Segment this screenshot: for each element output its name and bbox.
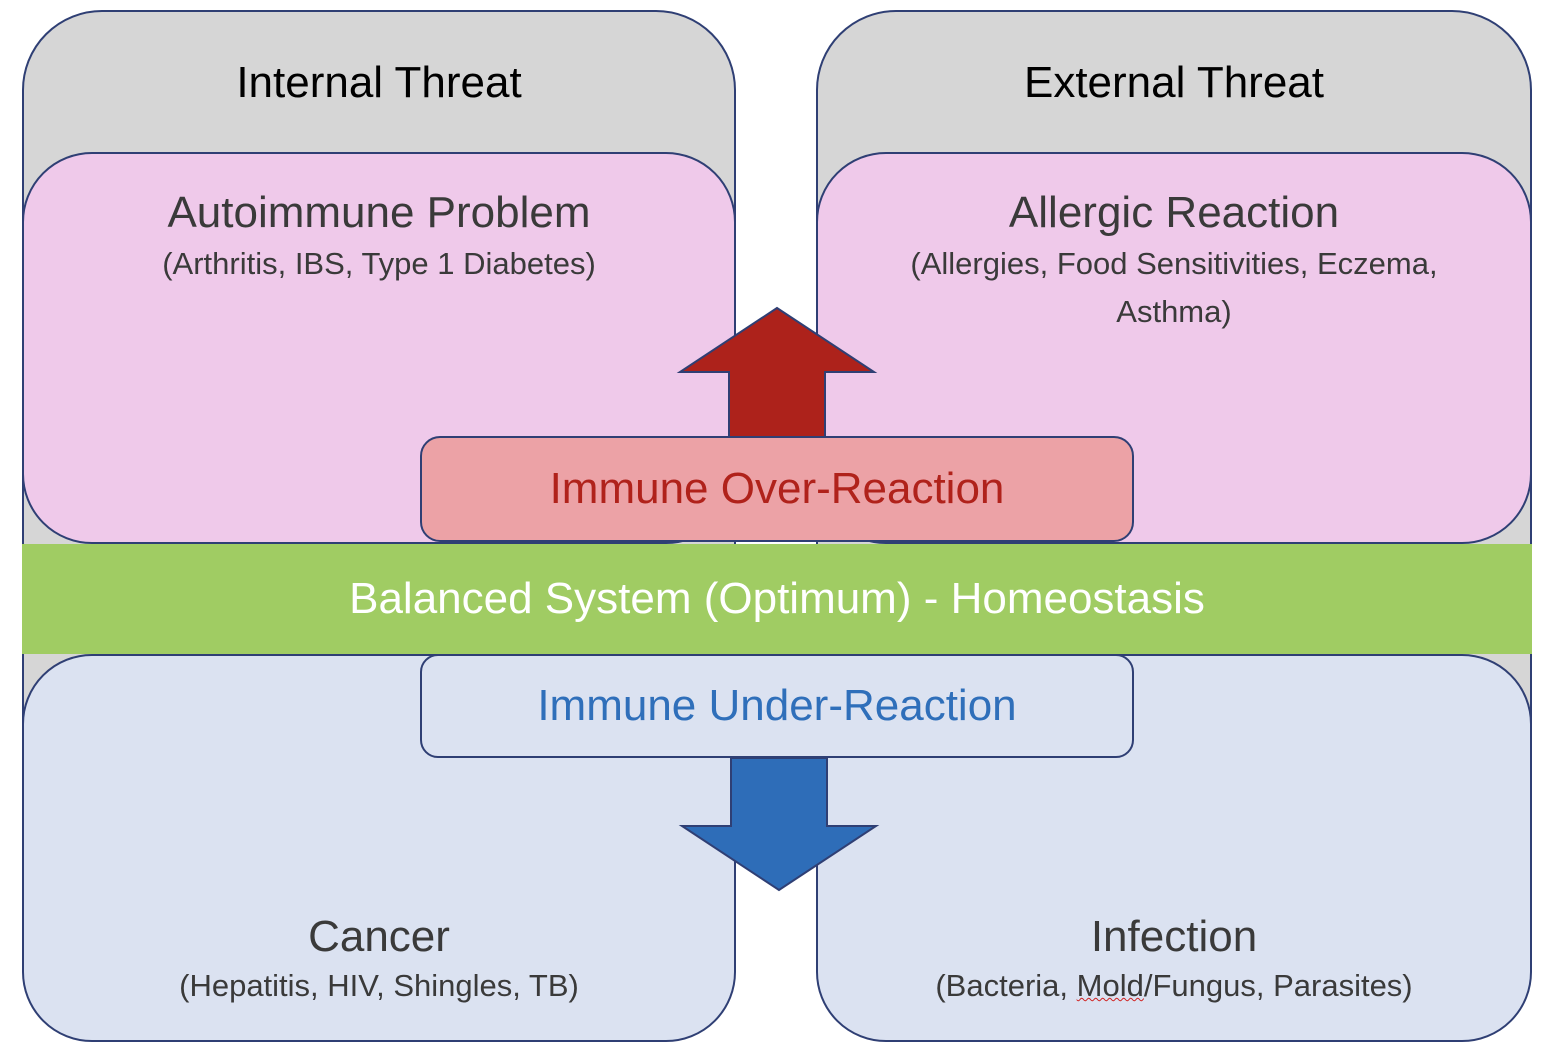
allergic-reaction-box: Allergic Reaction (Allergies, Food Sensi… bbox=[816, 152, 1532, 544]
up-arrow-shape bbox=[676, 306, 878, 445]
balanced-system-band: Balanced System (Optimum) - Homeostasis bbox=[22, 544, 1532, 654]
external-threat-title: External Threat bbox=[1023, 58, 1324, 107]
infection-examples-prefix: (Bacteria, bbox=[935, 968, 1077, 1003]
down-arrow-icon bbox=[678, 757, 880, 892]
immune-under-reaction-label: Immune Under-Reaction bbox=[537, 681, 1017, 730]
infection-examples: (Bacteria, Mold/Fungus, Parasites) bbox=[818, 962, 1530, 1010]
allergic-reaction-examples-line1: (Allergies, Food Sensitivities, Eczema, bbox=[910, 246, 1438, 281]
immune-under-reaction-box: Immune Under-Reaction bbox=[420, 654, 1134, 758]
immune-over-reaction-label: Immune Over-Reaction bbox=[549, 464, 1005, 513]
autoimmune-problem-examples: (Arthritis, IBS, Type 1 Diabetes) bbox=[162, 246, 596, 281]
autoimmune-problem-title: Autoimmune Problem bbox=[167, 188, 591, 237]
internal-threat-title: Internal Threat bbox=[236, 58, 522, 107]
infection-examples-suffix: /Fungus, Parasites) bbox=[1143, 968, 1413, 1003]
infection-examples-flagged-word: Mold bbox=[1076, 968, 1144, 1003]
immune-over-reaction-box: Immune Over-Reaction bbox=[420, 436, 1134, 542]
down-arrow-shape bbox=[678, 757, 880, 892]
allergic-reaction-title: Allergic Reaction bbox=[1008, 188, 1340, 237]
up-arrow-icon bbox=[676, 306, 878, 445]
balanced-system-label: Balanced System (Optimum) - Homeostasis bbox=[349, 574, 1205, 623]
cancer-title: Cancer bbox=[308, 912, 450, 961]
cancer-examples: (Hepatitis, HIV, Shingles, TB) bbox=[179, 968, 579, 1003]
allergic-reaction-examples-line2: Asthma) bbox=[1116, 294, 1232, 329]
infection-title: Infection bbox=[1090, 912, 1258, 961]
